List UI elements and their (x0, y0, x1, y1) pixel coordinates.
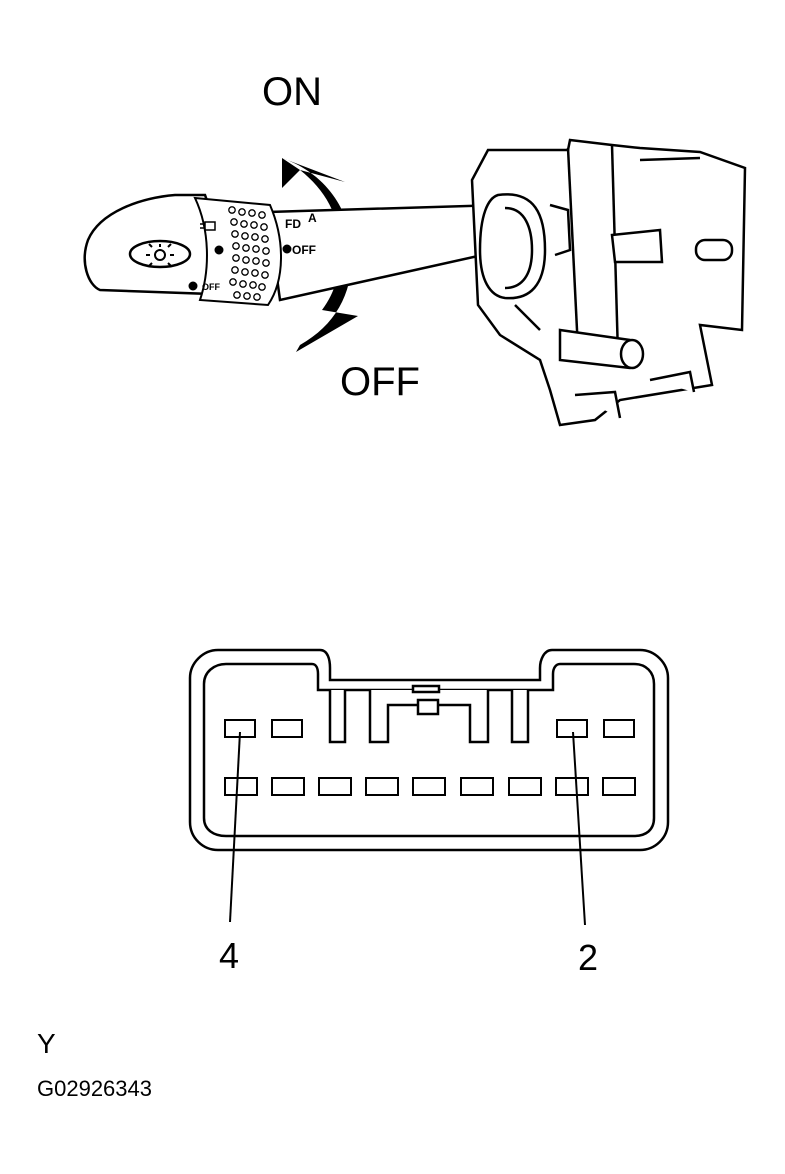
connector-letter: Y (37, 1028, 56, 1059)
cavity-bottom-7 (508, 777, 542, 796)
cavity-bottom-4 (365, 777, 399, 796)
lever-tip (83, 193, 242, 297)
cavity-bottom-1 (224, 777, 258, 796)
on-direction-label: ON (262, 70, 322, 114)
terminal-cavities (224, 719, 636, 796)
cavity-bottom-5 (412, 777, 446, 796)
figure-id: G02926343 (37, 1076, 152, 1101)
cavity-bottom-3 (318, 777, 352, 796)
cavity-bottom-6 (460, 777, 494, 796)
pin-2-leader-line (572, 731, 586, 926)
connector-housing (188, 648, 670, 852)
fog-light-icon (200, 221, 216, 231)
ring-label-auto: A (308, 211, 317, 225)
pin-4-label: 4 (219, 935, 240, 976)
ring-label-off: OFF (292, 243, 316, 257)
cavity-bottom-9 (602, 777, 636, 796)
headlight-icon (146, 243, 174, 267)
knob-label-fog: FD (285, 217, 301, 231)
pin-2-label: 2 (578, 937, 599, 978)
rotation-arrow-icon (282, 158, 358, 352)
cavity-bottom-8 (555, 777, 589, 796)
cavity-top-1 (224, 719, 256, 738)
cavity-top-4 (603, 719, 635, 738)
knob-label-off: OFF (202, 282, 220, 292)
cavity-top-2 (271, 719, 303, 738)
knurled-ring (188, 196, 292, 307)
cavity-top-3 (556, 719, 588, 738)
cavity-bottom-2 (271, 777, 305, 796)
pin-4-leader-line (229, 731, 241, 923)
off-direction-label: OFF (340, 360, 420, 404)
switch-body (470, 138, 747, 427)
combination-switch-illustration: OFF OFF A FD (83, 138, 747, 427)
